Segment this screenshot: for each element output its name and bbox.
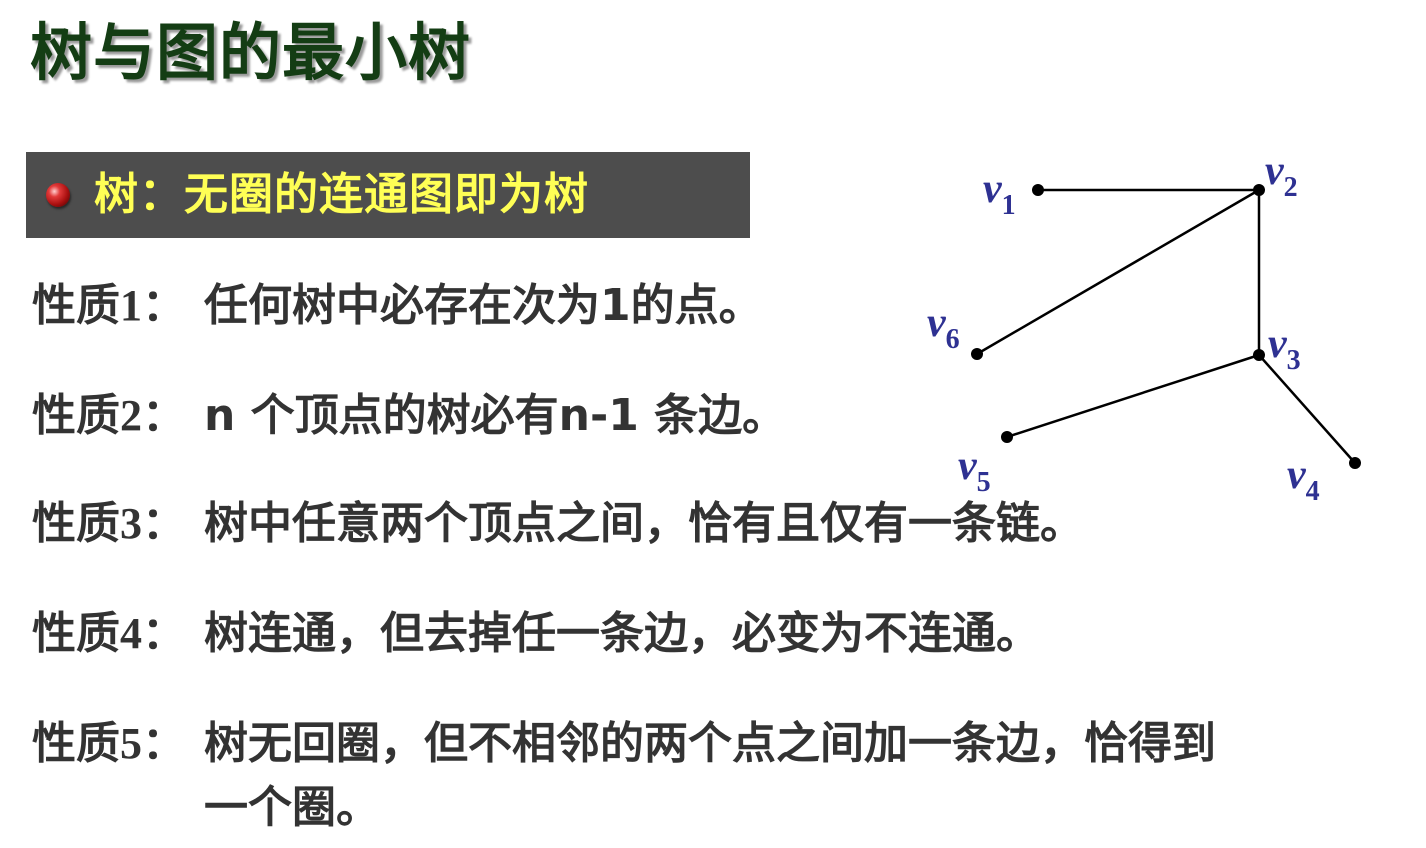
property-label: 性质1： xyxy=(32,280,186,331)
property-label: 性质2： xyxy=(32,390,186,441)
node-label-v1: v1 xyxy=(983,166,1016,221)
node-v1 xyxy=(1032,184,1044,196)
definition-box: 树：无圈的连通图即为树 xyxy=(26,152,750,238)
property-5: 性质5： 树无回圈，但不相邻的两个点之间加一条边，恰得到一个圈。 xyxy=(32,712,1244,840)
property-text: 树无回圈，但不相邻的两个点之间加一条边，恰得到一个圈。 xyxy=(204,718,1216,833)
definition-text: 树：无圈的连通图即为树 xyxy=(94,169,589,220)
edge-v3-v4 xyxy=(1258,354,1356,464)
property-text: 树中任意两个顶点之间，恰有且仅有一条链。 xyxy=(204,498,1084,549)
node-v2 xyxy=(1253,184,1265,196)
property-text: 任何树中必存在次为1的点。 xyxy=(204,280,763,331)
node-label-v4: v4 xyxy=(1287,452,1320,507)
property-label: 性质5： xyxy=(32,718,186,769)
property-label: 性质4： xyxy=(32,608,186,659)
property-text: n 个顶点的树必有n-1 条边。 xyxy=(204,390,787,441)
node-v4 xyxy=(1349,457,1361,469)
node-label-v5: v5 xyxy=(958,443,991,498)
property-text: 树连通，但去掉任一条边，必变为不连通。 xyxy=(204,608,1040,659)
node-v3 xyxy=(1253,349,1265,361)
slide-title: 树与图的最小树 xyxy=(30,16,472,89)
property-label: 性质3： xyxy=(32,498,186,549)
red-sphere-bullet-icon xyxy=(46,183,70,207)
property-3: 性质3： 树中任意两个顶点之间，恰有且仅有一条链。 xyxy=(32,492,1244,556)
node-v6 xyxy=(971,348,983,360)
property-4: 性质4： 树连通，但去掉任一条边，必变为不连通。 xyxy=(32,602,1244,666)
node-label-v3: v3 xyxy=(1268,321,1301,376)
property-1: 性质1： 任何树中必存在次为1的点。 xyxy=(32,274,1244,338)
property-2: 性质2： n 个顶点的树必有n-1 条边。 xyxy=(32,384,1244,448)
node-label-v2: v2 xyxy=(1265,148,1298,203)
